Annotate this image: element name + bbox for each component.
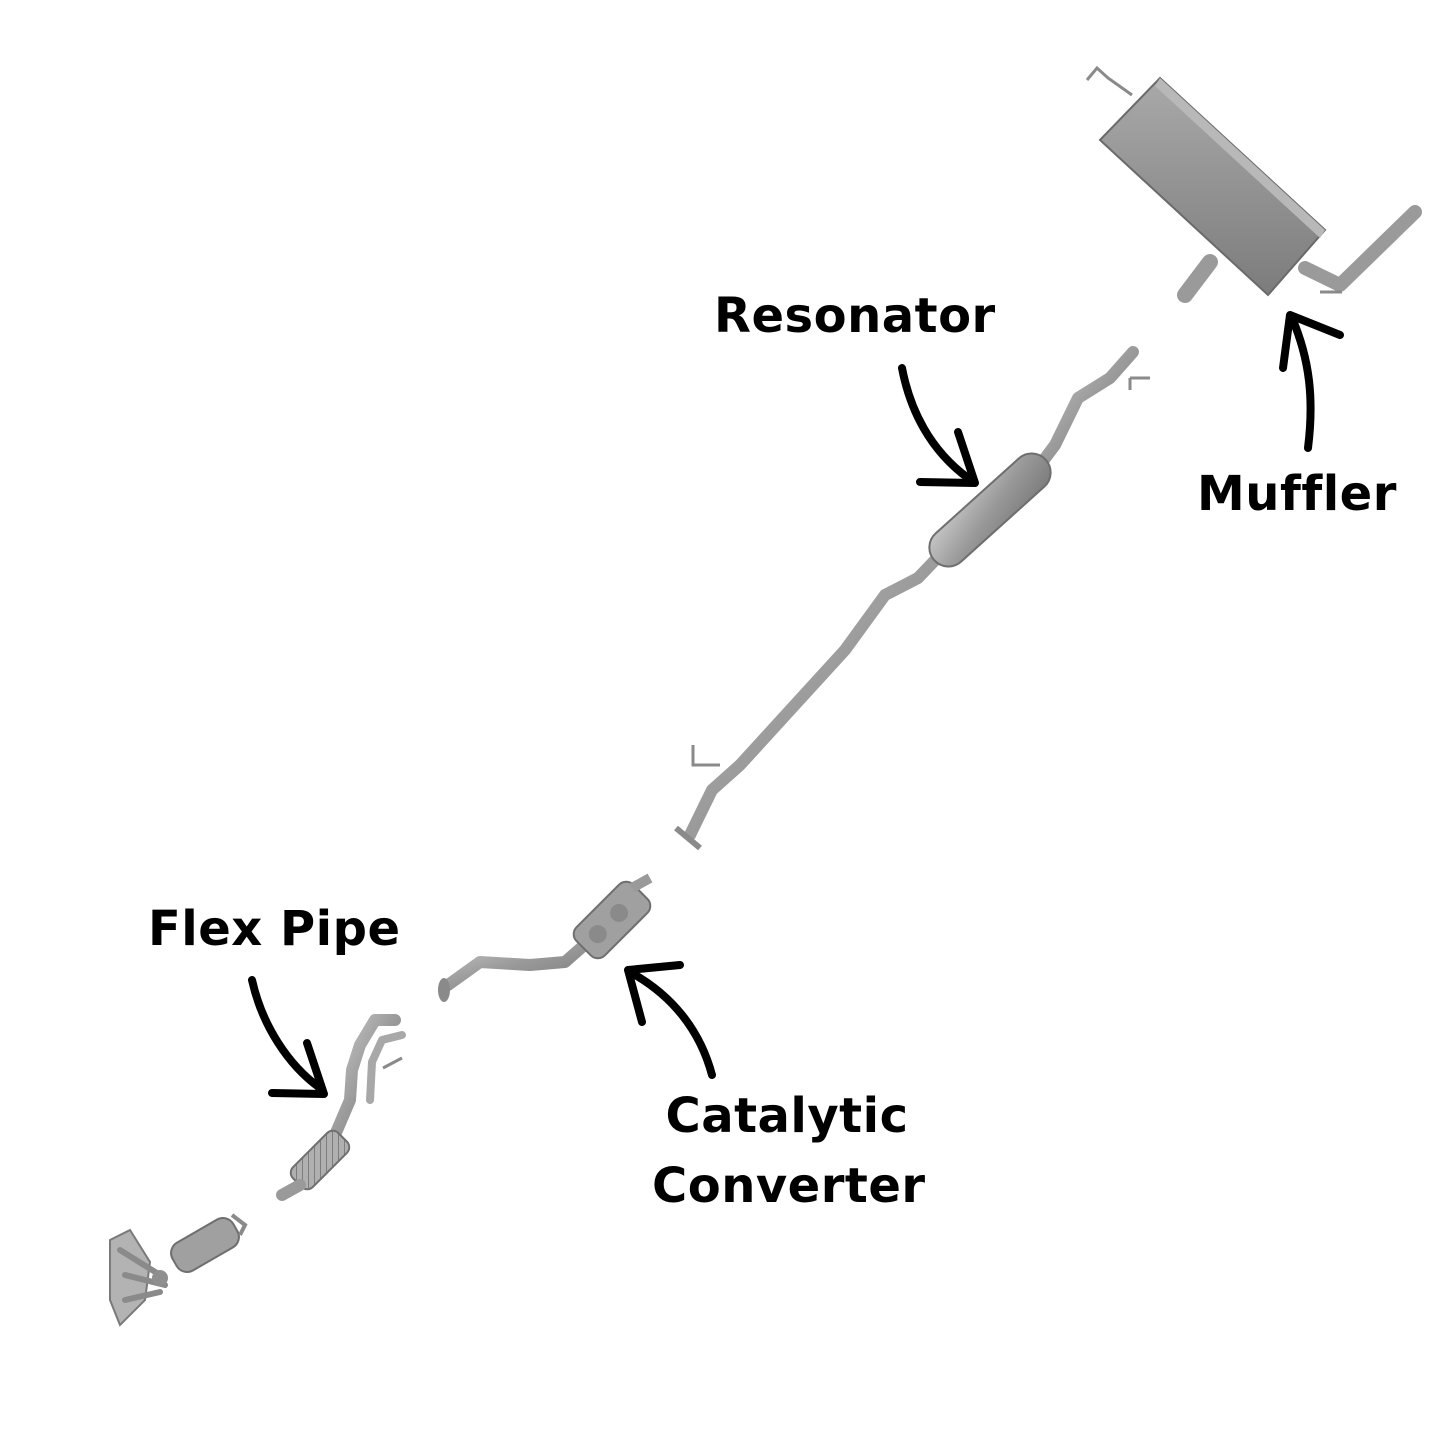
catalytic-converter-label-line-2: Converter xyxy=(652,1157,926,1214)
flex-pipe-label: Flex Pipe xyxy=(148,901,401,957)
exhaust-manifold-part xyxy=(109,1213,248,1327)
catalytic-converter-label: Catalytic Converter xyxy=(652,1082,926,1221)
resonator-arrow xyxy=(898,364,979,487)
resonator-label: Resonator xyxy=(714,288,996,344)
catalytic-converter-label-line-1: Catalytic xyxy=(665,1088,909,1144)
flex-pipe-arrow xyxy=(248,976,328,1098)
catalytic-converter-arrow xyxy=(624,961,716,1079)
muffler-arrow xyxy=(1279,311,1344,452)
flex-pipe-part xyxy=(276,1014,406,1201)
muffler-part xyxy=(1085,65,1422,303)
catalytic-converter-part xyxy=(438,873,653,1002)
resonator-part xyxy=(928,452,1052,568)
resonator-pipe-section xyxy=(674,346,1150,851)
muffler-label: Muffler xyxy=(1197,466,1397,522)
